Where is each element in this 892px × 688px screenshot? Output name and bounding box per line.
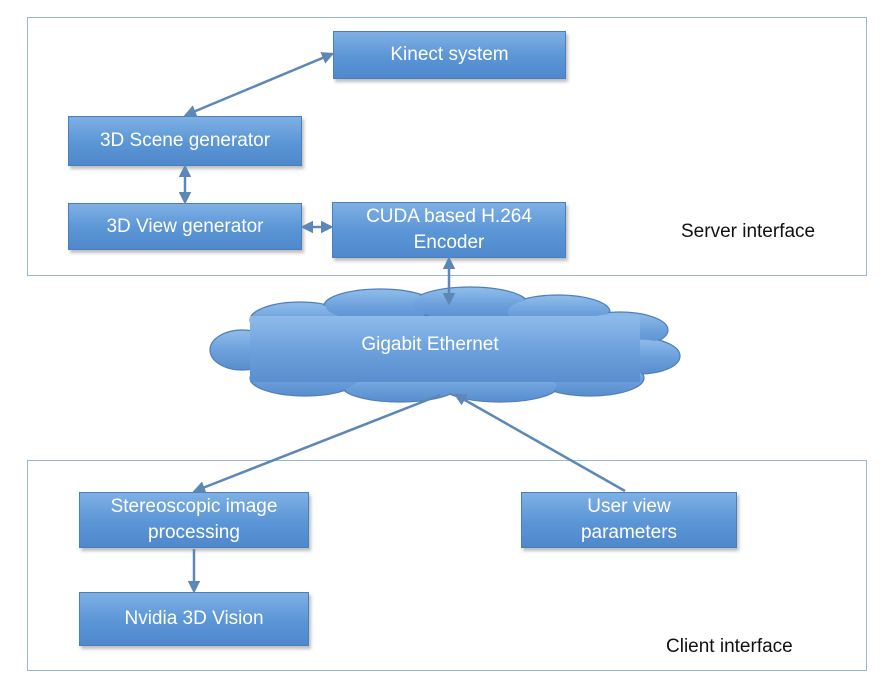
cuda-encoder-box: CUDA based H.264 Encoder [332, 202, 566, 258]
user-view-parameters-box: User view parameters [521, 492, 737, 548]
kinect-system-box: Kinect system [333, 31, 566, 79]
cuda-encoder-label-line1: CUDA based H.264 [366, 206, 532, 227]
scene-generator-label: 3D Scene generator [99, 130, 271, 151]
stereoscopic-processing-label-line2: processing [148, 522, 240, 543]
view-generator-box: 3D View generator [68, 203, 302, 250]
server-interface-label: Server interface [681, 221, 816, 242]
user-view-parameters-label-line1: User view [587, 496, 671, 517]
view-generator-label: 3D View generator [106, 215, 264, 237]
nvidia-3d-vision-box: Nvidia 3D Vision [79, 592, 309, 646]
stereoscopic-processing-box: Stereoscopic image processing [79, 492, 309, 548]
gigabit-ethernet-label: Gigabit Ethernet [361, 334, 499, 355]
stereoscopic-processing-label-line1: Stereoscopic image [110, 496, 278, 517]
nvidia-3d-vision-label: Nvidia 3D Vision [124, 608, 264, 629]
scene-generator-box: 3D Scene generator [68, 116, 302, 166]
cuda-encoder-label-line2: Encoder [413, 232, 485, 253]
user-view-parameters-label-line2: parameters [580, 522, 678, 543]
client-interface-label: Client interface [666, 636, 793, 657]
kinect-system-label: Kinect system [390, 44, 509, 65]
